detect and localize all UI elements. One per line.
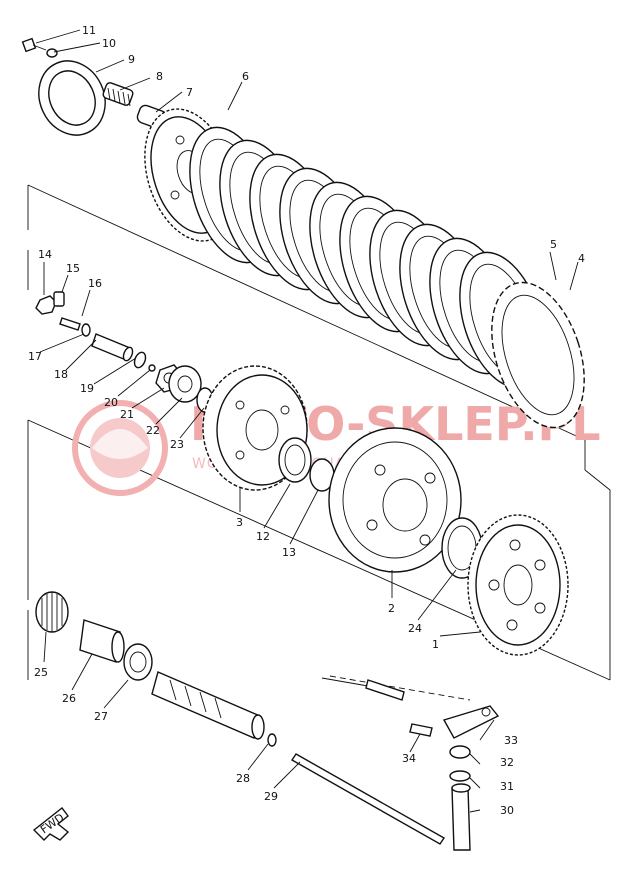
callout-12: 12 — [256, 530, 270, 543]
part-25-needle-bearing — [35, 591, 69, 633]
part-12-washer — [278, 437, 312, 483]
callout-21: 21 — [120, 408, 134, 421]
fwd-arrow-icon: FWD — [32, 807, 70, 841]
part-30-release-shaft — [451, 783, 471, 851]
release-cable-rod — [321, 677, 405, 701]
callout-23: 23 — [170, 438, 184, 451]
part-15-lock — [53, 291, 65, 307]
part-14-nut — [35, 295, 57, 315]
main-shaft — [151, 671, 265, 740]
part-22-lock-washer — [168, 365, 202, 403]
callout-10: 10 — [102, 37, 116, 50]
callout-29: 29 — [264, 790, 278, 803]
callout-2: 2 — [388, 602, 395, 615]
callout-labels: 11 10 9 8 7 6 5 4 14 15 16 17 18 19 20 2… — [28, 24, 585, 817]
part-1-primary-gear — [467, 514, 569, 656]
callout-30: 30 — [500, 804, 514, 817]
part-9-plate — [38, 60, 106, 136]
part-32-seal — [449, 745, 471, 759]
callout-25: 25 — [34, 666, 48, 679]
part-29-long-pushrod — [291, 753, 445, 845]
callout-17: 17 — [28, 350, 42, 363]
callout-4: 4 — [578, 252, 585, 265]
part-10-washer — [46, 48, 58, 58]
leader-lines — [35, 29, 579, 813]
callout-18: 18 — [54, 368, 68, 381]
part-26-sleeve — [79, 619, 125, 663]
callout-33: 33 — [504, 734, 518, 747]
callout-6: 6 — [242, 70, 249, 83]
callout-1: 1 — [432, 638, 439, 651]
callout-28: 28 — [236, 772, 250, 785]
callout-34: 34 — [402, 752, 416, 765]
part-19-washer — [133, 351, 147, 369]
part-27-washer — [123, 643, 153, 681]
clutch-plate-stack — [189, 126, 585, 429]
part-33-lever — [442, 705, 500, 739]
callout-14: 14 — [38, 248, 52, 261]
callout-26: 26 — [62, 692, 76, 705]
callout-3: 3 — [236, 516, 243, 529]
callout-5: 5 — [550, 238, 557, 251]
part-20-ball — [148, 364, 156, 372]
part-16-screw — [59, 317, 91, 337]
callout-22: 22 — [146, 424, 160, 437]
part-18-pushrod — [91, 333, 134, 362]
part-11-bolt — [21, 37, 47, 53]
part-28-ring — [267, 733, 277, 747]
part-34-bolt — [409, 723, 433, 737]
callout-31: 31 — [500, 780, 514, 793]
callout-8: 8 — [156, 70, 163, 83]
part-31-oring — [449, 770, 471, 782]
part-8-spring — [102, 82, 134, 107]
callout-9: 9 — [128, 53, 135, 66]
callout-11: 11 — [82, 24, 96, 37]
callout-27: 27 — [94, 710, 108, 723]
callout-16: 16 — [88, 277, 102, 290]
callout-15: 15 — [66, 262, 80, 275]
callout-20: 20 — [104, 396, 118, 409]
part-2-clutch-housing — [328, 427, 462, 573]
callout-13: 13 — [282, 546, 296, 559]
callout-24: 24 — [408, 622, 422, 635]
callout-7: 7 — [186, 86, 193, 99]
callout-32: 32 — [500, 756, 514, 769]
callout-19: 19 — [80, 382, 94, 395]
